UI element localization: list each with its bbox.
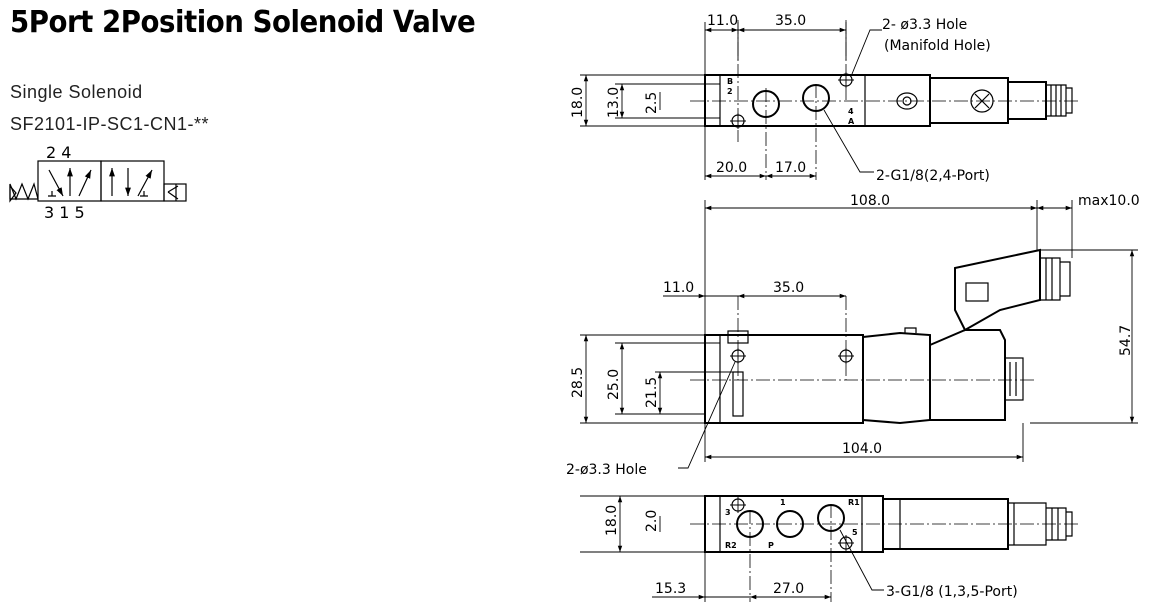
spring-icon: [9, 182, 39, 201]
dimension-label: max10.0: [1078, 193, 1140, 209]
dimension-label: 11.0: [707, 13, 738, 29]
dimension-label: B: [727, 77, 733, 86]
connector-housing: [954, 248, 1041, 332]
pneumatic-symbol: 2 4 3 1 5: [9, 143, 187, 222]
dimension-label: 20.0: [716, 160, 747, 176]
dimension-label: 1: [780, 498, 786, 507]
dimension-label: 104.0: [842, 441, 882, 457]
dimension-label: 54.7: [1118, 325, 1134, 356]
dimension-label: 2: [727, 87, 733, 96]
dimension-label: 15.3: [655, 581, 686, 597]
symbol-ports-bottom: 3 1 5: [44, 203, 85, 222]
model-number: SF2101-IP-SC1-CN1-**: [10, 114, 210, 134]
symbol-ports-top: 2 4: [46, 143, 71, 162]
variant-label: Single Solenoid: [10, 82, 143, 102]
side-view: 108.0 max10.0 11.0 35.0 54.7 28.5 25.0 2…: [566, 193, 1140, 478]
dimension-label: 25.0: [606, 369, 622, 400]
dimension-label: P: [768, 541, 774, 550]
port-note-2-4: 2-G1/8(2,4-Port): [876, 168, 990, 184]
dimension-label: 21.5: [644, 377, 660, 408]
dimension-label: 4: [848, 107, 854, 116]
dimension-label: 11.0: [663, 280, 694, 296]
dimension-label: 18.0: [604, 505, 620, 536]
manifold-hole-note-2: (Manifold Hole): [884, 38, 991, 54]
symbol-box-right: [100, 160, 165, 202]
solenoid-icon: [163, 183, 187, 202]
dimension-label: 35.0: [773, 280, 804, 296]
page-title: 5Port 2Position Solenoid Valve: [10, 5, 476, 40]
dimension-label: R1: [848, 498, 860, 507]
arrow-icon: [9, 184, 17, 203]
dimension-label: A: [848, 117, 855, 126]
dimension-label: 2.5: [644, 92, 660, 114]
manifold-hole-note: 2- ø3.3 Hole: [882, 17, 967, 33]
dimension-label: 35.0: [775, 13, 806, 29]
dimension-label: R2: [725, 541, 737, 550]
dimension-label: 13.0: [606, 87, 622, 118]
top-view: B 2 4 A 11.0 35.0 2- ø3.3 Hole (Manifold…: [570, 13, 1080, 184]
dimension-label: 3: [725, 508, 731, 517]
dimension-label: 18.0: [570, 87, 586, 118]
side-hole-note: 2-ø3.3 Hole: [566, 462, 647, 478]
dimension-label: 17.0: [775, 160, 806, 176]
port-note-1-3-5: 3-G1/8 (1,3,5-Port): [886, 584, 1018, 600]
dimension-label: 5: [852, 528, 858, 537]
dimension-label: 28.5: [570, 367, 586, 398]
bottom-view: 3 1 R1 R2 P 5 18.0 2.0 15.3 27.0 3-G1/8 …: [580, 495, 1080, 602]
dimension-label: 2.0: [644, 510, 660, 532]
dimension-label: 27.0: [773, 581, 804, 597]
dimension-label: 108.0: [850, 193, 890, 209]
